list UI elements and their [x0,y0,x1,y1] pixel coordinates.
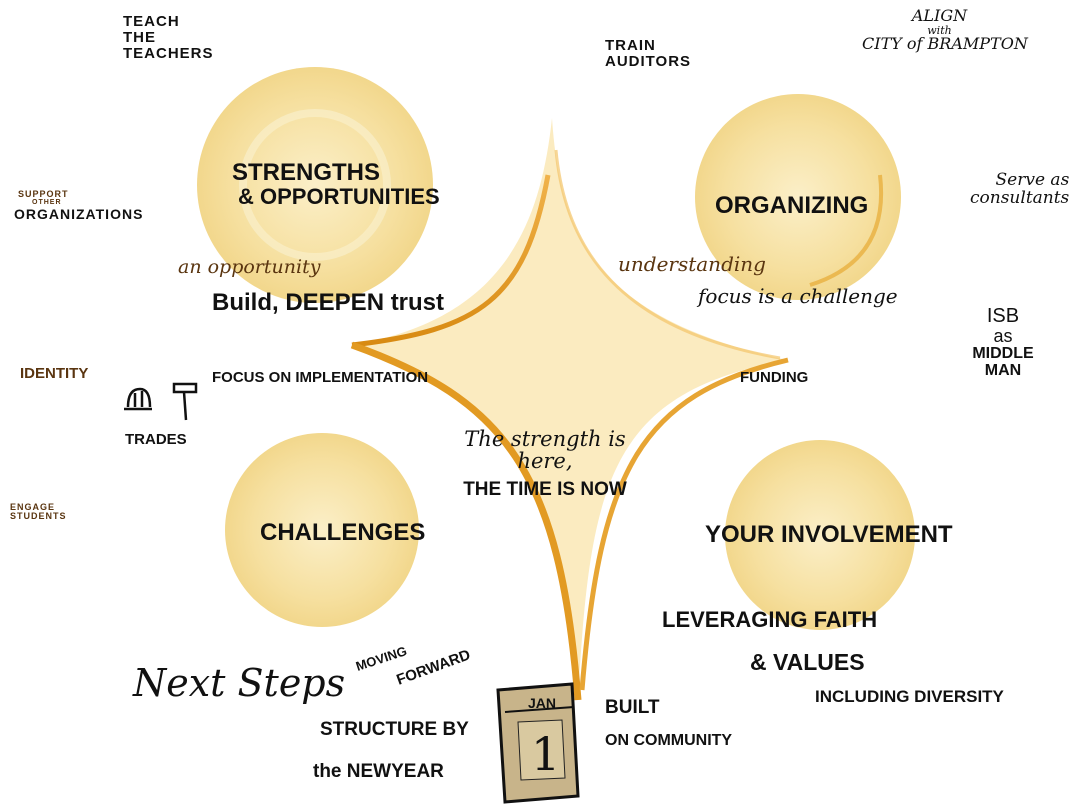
note-align: ALIGN with CITY of BRAMPTON [862,6,1028,54]
note-align-line3: CITY of BRAMPTON [862,34,1028,54]
note-understanding: understanding [618,252,766,276]
note-focus-impl: FOCUS ON IMPLEMENTATION [212,369,429,386]
organizing-circle [695,94,901,300]
note-serve-line2: consultants [970,187,1070,208]
note-support-line3: ORGANIZATIONS [14,205,144,222]
note-serve: Serve as consultants [970,170,1070,208]
note-leveraging: LEVERAGING FAITH [662,607,878,632]
center-star [352,118,788,700]
star-edge-left-bottom [350,341,582,701]
note-teach-line3: TEACHERS [123,44,214,62]
note-isb-line3: MIDDLE [972,344,1034,362]
note-support-line2: OTHER [32,199,62,207]
calendar-icon [496,682,580,804]
note-isb: ISB as MIDDLE MAN [968,306,1038,379]
hardhat-icon [124,387,152,411]
note-isb-line2: as [993,326,1013,346]
challenges-label: CHALLENGES [260,519,426,546]
strengths-circle [197,67,433,303]
note-support-line1: SUPPORT [18,189,69,199]
note-next-steps: Next Steps [133,661,346,705]
note-align-line1: ALIGN [911,6,968,25]
calendar-day: 1 [531,727,560,781]
challenges-circle [225,433,419,627]
star-edge-top-right [554,149,781,360]
note-teach-line1: TEACH [123,13,180,30]
star-edge-left-top [351,174,551,348]
note-opportunity: an opportunity [178,256,321,278]
strengths-line1: STRENGTHS [232,159,381,186]
note-align-line2: with [927,23,952,37]
strengths-line2: & OPPORTUNITIES [238,184,440,210]
note-on-community: ON COMMUNITY [605,732,733,749]
note-serve-line1: Serve as [995,170,1070,190]
center-message: The strength is here, THE TIME IS NOW [445,428,645,500]
note-isb-line4: MAN [984,361,1022,379]
note-teach: TEACH THE TEACHERS [123,14,214,61]
note-engage-line2: STUDENTS [10,511,67,522]
involvement-label: YOUR INVOLVEMENT [705,521,953,548]
organizing-label: ORGANIZING [715,192,869,219]
note-trades: TRADES [125,431,187,448]
note-new-year: the NEWYEAR [313,761,444,782]
note-teach-line2: THE [123,28,156,46]
note-train-line2: AUDITORS [605,52,692,70]
organizing-circle-accent [809,174,884,287]
center-line1: The strength is [464,427,626,451]
star-edge-right [579,357,789,691]
note-funding: FUNDING [740,369,809,386]
note-build-trust: Build, DEEPEN trust [212,289,445,316]
strengths-circle-ring [239,109,391,261]
note-train: TRAIN AUDITORS [605,38,691,70]
note-built: BUILT [605,697,660,718]
hammer-icon [172,382,198,421]
note-focus-challenge: focus is a challenge [698,284,898,308]
note-diversity: INCLUDING DIVERSITY [815,687,1004,706]
involvement-circle [725,440,915,630]
note-engage-line1: ENGAGE [10,502,56,512]
note-identity: IDENTITY [20,365,89,382]
note-engage: ENGAGE STUDENTS [10,502,67,522]
strengths-label: STRENGTHS & OPPORTUNITIES [232,160,440,208]
center-line3: THE TIME IS NOW [463,479,627,501]
center-line2: here, [517,449,573,474]
note-structure: STRUCTURE BY [320,719,469,740]
note-support: SUPPORT OTHER ORGANIZATIONS [14,189,143,221]
calendar-month: JAN [528,695,556,711]
note-isb-line1: ISB [986,305,1020,327]
note-values: & VALUES [750,649,865,675]
note-train-line1: TRAIN [605,37,656,54]
